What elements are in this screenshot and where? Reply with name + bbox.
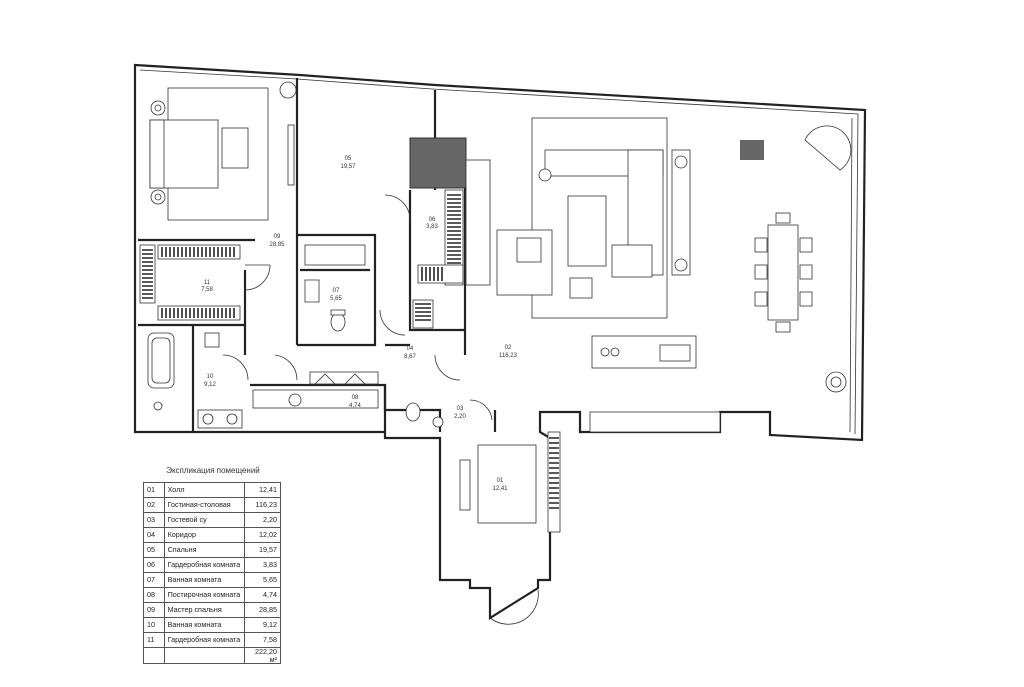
- cell-name: Коридор: [163, 527, 245, 543]
- cell-area: 12,41: [243, 482, 282, 498]
- doors: [222, 194, 539, 625]
- cell-area: 28,85: [243, 602, 282, 618]
- room-label-11: 11: [204, 280, 211, 286]
- room-label-01: 01: [497, 478, 504, 484]
- bathroom-10: [147, 332, 243, 429]
- wardrobe-11: [139, 244, 241, 321]
- room-area-08: 4,74: [349, 403, 361, 409]
- room-label-08: 08: [352, 395, 359, 401]
- cell-num: 11: [143, 632, 165, 648]
- wardrobe-06: [409, 137, 491, 329]
- cell-num: 02: [143, 497, 165, 513]
- room-area-03: 2,20: [454, 414, 466, 420]
- cell-name: Гостиная-столовая: [163, 497, 245, 513]
- room-label-05: 05: [345, 156, 352, 162]
- cell-total: 222,20 м²: [243, 647, 282, 664]
- cell-area: 12,02: [243, 527, 282, 543]
- cell-name: Гардеробная комната: [163, 557, 245, 573]
- hall-01: [459, 444, 537, 524]
- room-labels: 01 12,41 02 116,23 03 2,20 04 8,67 05 19…: [201, 156, 517, 492]
- room-area-04: 8,67: [404, 354, 416, 360]
- cell-name: Холл: [163, 482, 245, 498]
- cell-num: 07: [143, 572, 165, 588]
- cell-area: 116,23: [243, 497, 282, 513]
- cell-area: 7,58: [243, 632, 282, 648]
- cell-num: 06: [143, 557, 165, 573]
- room-label-09: 09: [274, 234, 281, 240]
- master-bed: [149, 81, 297, 221]
- cell-area: 5,65: [243, 572, 282, 588]
- cell-empty: [163, 647, 245, 664]
- room-area-07: 5,65: [330, 296, 342, 302]
- guest-wc-03: [405, 402, 444, 428]
- room-area-05: 19,57: [340, 164, 356, 170]
- room-label-04: 04: [407, 346, 414, 352]
- room-area-09: 28,85: [269, 242, 285, 248]
- room-label-03: 03: [457, 406, 464, 412]
- cell-area: 3,83: [243, 557, 282, 573]
- room-schedule-title: Экспликация помещений: [166, 466, 260, 475]
- room-label-10: 10: [207, 374, 214, 380]
- room-area-10: 9,12: [204, 382, 216, 388]
- cell-num: 10: [143, 617, 165, 633]
- room-label-02: 02: [505, 345, 512, 351]
- cell-area: 4,74: [243, 587, 282, 603]
- laundry-08: [252, 371, 379, 409]
- cell-empty: [143, 647, 165, 664]
- cell-num: 08: [143, 587, 165, 603]
- table-total-row: 222,20 м²: [143, 647, 282, 664]
- cell-num: 03: [143, 512, 165, 528]
- cell-area: 19,57: [243, 542, 282, 558]
- living-area: [496, 117, 852, 319]
- plants: [825, 371, 847, 393]
- cell-area: 2,20: [243, 512, 282, 528]
- bathroom-07: [304, 244, 366, 332]
- cell-num: 09: [143, 602, 165, 618]
- cell-name: Мастер спальня: [163, 602, 245, 618]
- room-label-06: 06: [429, 217, 436, 223]
- dining-table: [754, 212, 813, 333]
- cell-name: Постирочная комната: [163, 587, 245, 603]
- cell-name: Гардеробная комната: [163, 632, 245, 648]
- cell-area: 9,12: [243, 617, 282, 633]
- room-area-11: 7,58: [201, 287, 213, 293]
- cell-num: 04: [143, 527, 165, 543]
- cell-name: Гостевой су: [163, 512, 245, 528]
- cell-name: Ванная комната: [163, 572, 245, 588]
- room-area-01: 12,41: [492, 486, 508, 492]
- cell-num: 01: [143, 482, 165, 498]
- room-label-07: 07: [333, 288, 340, 294]
- cell-name: Спальня: [163, 542, 245, 558]
- room-area-02: 116,23: [499, 353, 518, 359]
- cell-name: Ванная комната: [163, 617, 245, 633]
- kitchen: [547, 335, 721, 533]
- cell-num: 05: [143, 542, 165, 558]
- room-area-06: 3,83: [426, 224, 438, 230]
